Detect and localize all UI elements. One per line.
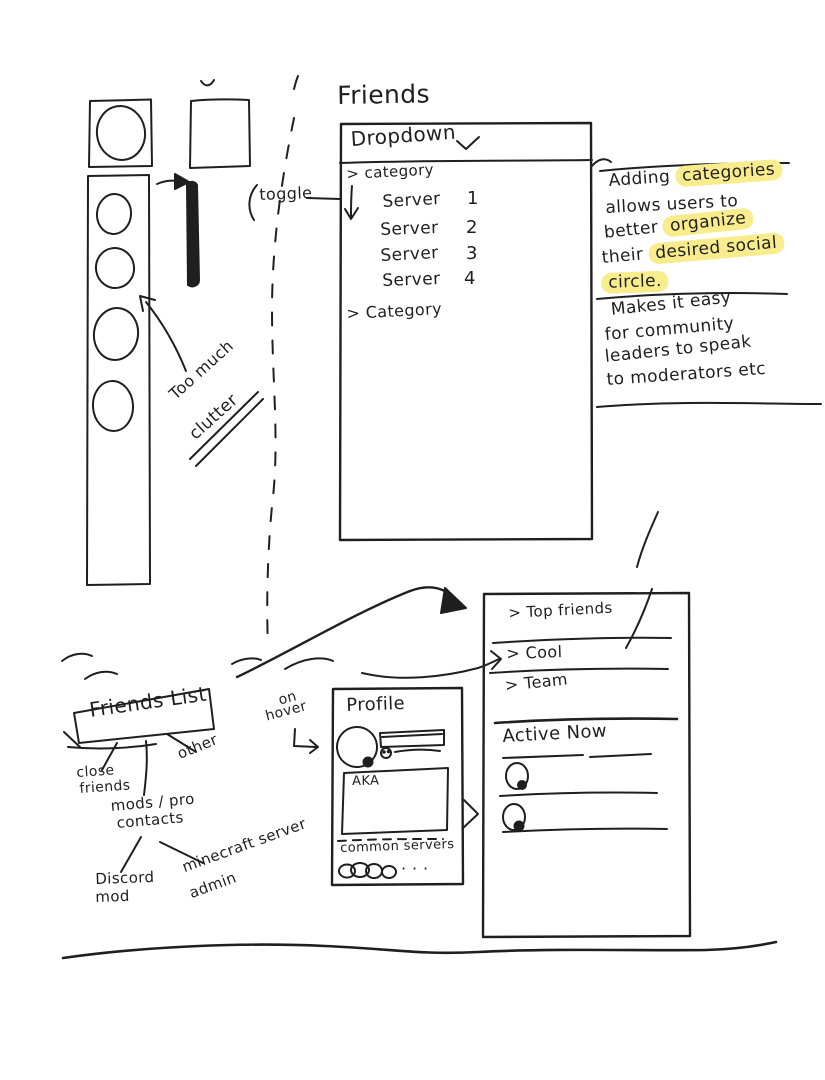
- note1-line5: circle.: [601, 270, 670, 294]
- active-status-dot-1: [517, 780, 527, 790]
- dropdown-panel-outline: [338, 121, 594, 542]
- server-icon-4: [91, 380, 135, 432]
- connector-mods: [143, 740, 148, 796]
- stray-diagonal-1: [636, 511, 659, 568]
- cool-underline: [489, 667, 669, 674]
- note1-line4-plain: their: [601, 244, 645, 268]
- cool-row: > Cool: [505, 642, 563, 663]
- discord-mod-label-line1: Discord: [94, 867, 155, 888]
- server-sidebar-outline: [86, 174, 151, 586]
- expand-arrow-icon: [350, 185, 353, 219]
- toggle-brace: [248, 184, 258, 221]
- profile-card-title: Profile: [345, 692, 406, 716]
- active-now-underline-a: [502, 754, 584, 759]
- dashed-flow-line: [266, 117, 295, 647]
- note1-line5-highlight: circle.: [601, 270, 670, 294]
- scribble-bar-arrow-line: [156, 179, 177, 185]
- server-row-3-label: Server: [379, 242, 440, 266]
- bottom-rule: [61, 940, 778, 960]
- server-row-2-label: Server: [379, 217, 439, 240]
- user-avatar-circle: [95, 105, 147, 161]
- active-row-line-2: [502, 827, 668, 833]
- big-curved-arrowhead: [440, 587, 467, 614]
- profile-name-bar-doubling: [381, 733, 443, 738]
- server-row-4-label: Server: [381, 268, 441, 291]
- emoji-eye-left: [382, 750, 386, 754]
- connector-discord: [120, 836, 142, 873]
- expand-arrowhead: [344, 207, 359, 220]
- profile-status-line: [394, 748, 441, 753]
- stray-arc-2: [84, 670, 118, 680]
- server-row-1-number: 1: [467, 188, 479, 209]
- active-status-dot-2: [513, 820, 525, 832]
- toggle-arrow-line: [306, 197, 341, 200]
- stray-arc-3: [231, 657, 262, 665]
- profile-status-dot: [362, 756, 374, 768]
- toggle-annotation: toggle: [258, 183, 313, 204]
- connector-close-friends: [101, 742, 118, 771]
- common-server-1: [338, 863, 356, 879]
- top-friends-underline: [492, 636, 672, 644]
- discord-mod-label-line2: mod: [94, 886, 131, 906]
- common-server-2: [350, 862, 370, 878]
- server-icon-3: [92, 307, 140, 361]
- active-avatar-2: [502, 803, 526, 831]
- profile-avatar: [336, 726, 378, 768]
- server-row-4-number: 4: [464, 268, 476, 289]
- stray-arc-1: [61, 652, 93, 662]
- connector-other: [166, 733, 197, 753]
- active-row-line-1: [499, 791, 658, 797]
- note-divider-bottom: [596, 401, 822, 408]
- scribble-bar-arrowhead: [174, 173, 190, 190]
- clutter-underline-1: [189, 391, 259, 460]
- more-servers-dots: · · ·: [401, 859, 429, 878]
- profile-name-bar: [379, 729, 445, 748]
- categories-panel-outline: [481, 591, 692, 939]
- server-row-3-number: 3: [466, 243, 478, 264]
- note1-line1-plain: Adding: [608, 166, 671, 191]
- emoji-eye-right: [386, 749, 391, 754]
- profile-expand-chevron-icon: [462, 799, 479, 829]
- on-hover-arrow: [293, 728, 317, 748]
- active-avatar-1: [505, 762, 529, 790]
- clutter-underline-2: [195, 398, 264, 467]
- dropdown-header-divider: [339, 159, 593, 164]
- cool-arrow: [361, 658, 500, 679]
- on-hover-arrowhead: [309, 739, 319, 754]
- friends-list-box: [73, 688, 215, 744]
- arrow-tail-flourish: [284, 657, 334, 670]
- aka-label: AKA: [351, 773, 380, 789]
- friends-title: Friends: [336, 79, 431, 110]
- cool-arrowhead: [490, 650, 502, 670]
- server-icon-1: [95, 193, 133, 235]
- common-server-4: [381, 865, 397, 879]
- server-row-1-label: Server: [381, 188, 442, 212]
- big-curved-arrow: [235, 586, 459, 679]
- profile-card-outline: [330, 686, 465, 887]
- active-now-underline-b: [589, 753, 652, 758]
- logo-square: [189, 98, 251, 169]
- server-row-2-number: 2: [466, 217, 478, 238]
- note-divider-middle: [596, 292, 788, 300]
- stray-diagonal-2: [625, 588, 653, 649]
- aka-box: [341, 767, 449, 835]
- clutter-arrow: [145, 301, 187, 372]
- user-avatar-box: [88, 98, 153, 168]
- scribble-bar: [186, 180, 200, 288]
- dropdown-chevron-icon: [456, 136, 480, 150]
- connector-minecraft: [159, 841, 204, 864]
- clutter-arrowhead: [139, 295, 156, 312]
- server-icon-2: [94, 247, 136, 289]
- profile-dashed-divider: [337, 838, 444, 842]
- dropdown-header-divider-hook: [591, 158, 612, 167]
- small-dash-mark: [293, 75, 299, 90]
- profile-emoji-face-icon: [380, 747, 392, 759]
- section-divider-thick: [493, 717, 679, 725]
- small-chevron-mark: [200, 79, 215, 87]
